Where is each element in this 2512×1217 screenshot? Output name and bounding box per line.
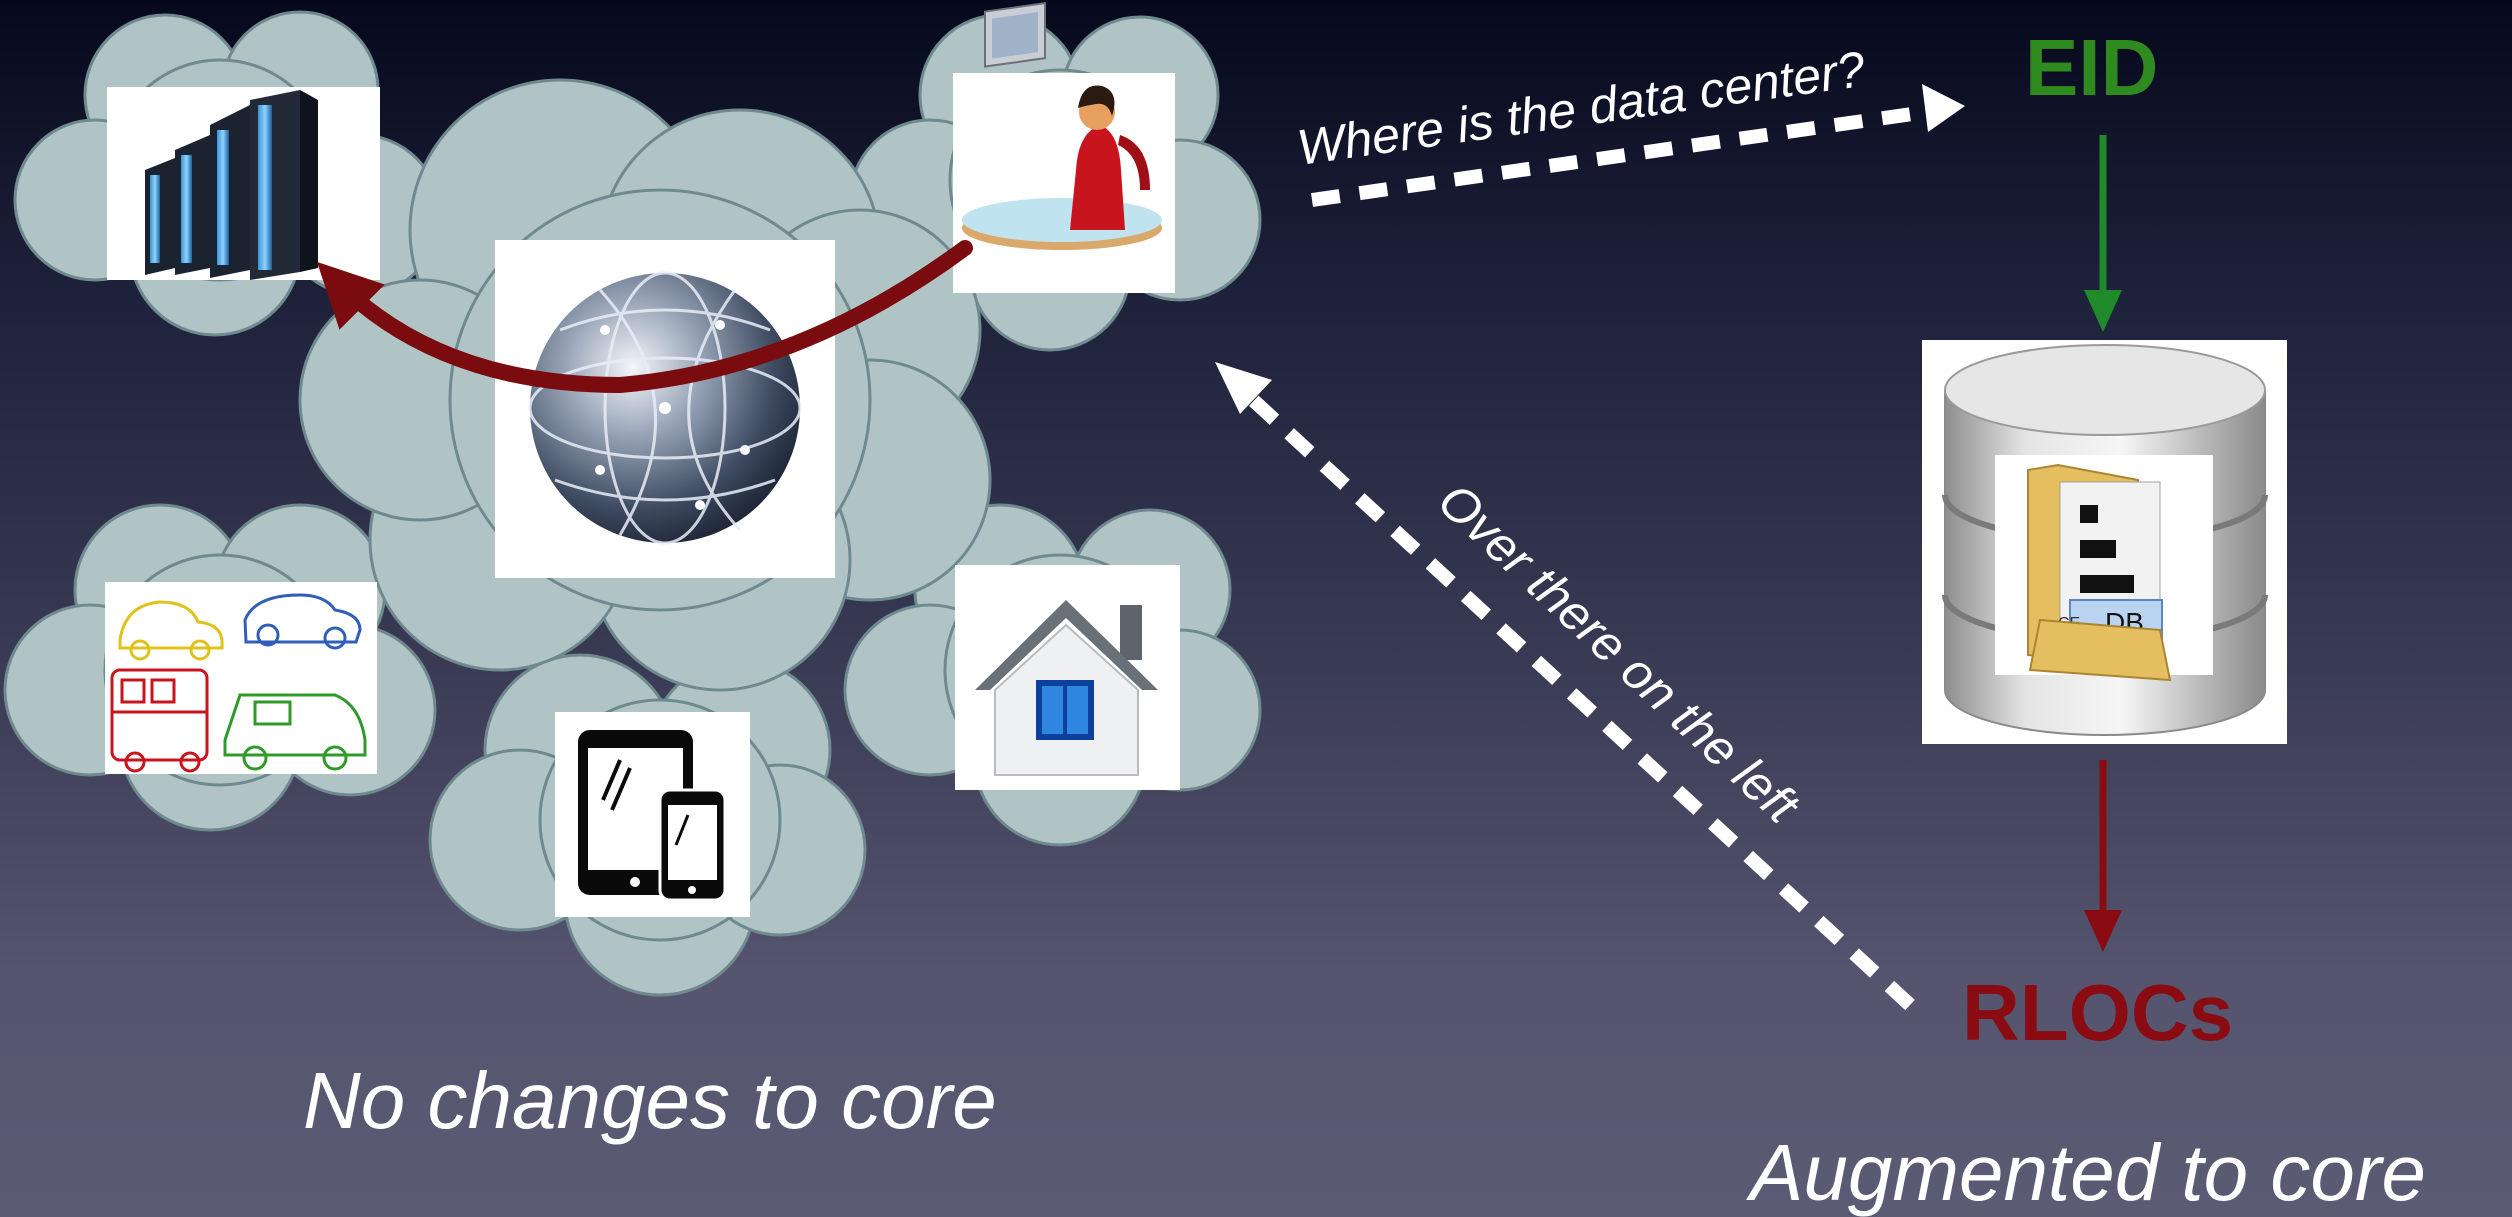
left-caption: No changes to core: [303, 1056, 997, 1145]
right-caption: Augmented to core: [1746, 1128, 2426, 1217]
mobile-devices-icon: [555, 712, 750, 917]
red-curve-arrow: [316, 240, 973, 394]
query-arrow: [1311, 103, 1941, 207]
db-to-rloc-arrowhead: [2084, 910, 2122, 952]
server-rack-icon: [107, 87, 380, 280]
query-arrow-head: [1922, 84, 1965, 132]
office-worker-icon: [953, 1, 1175, 293]
home-icon: [955, 565, 1180, 790]
folder-icon: CE DB: [1995, 455, 2213, 682]
answer-arrow: [1235, 382, 1915, 1011]
eid-label: EID: [2025, 23, 2158, 112]
answer-arrow-head: [1215, 362, 1272, 414]
vehicles-icon: [105, 582, 377, 774]
globe-icon: [495, 240, 835, 578]
rlocs-label: RLOCs: [1962, 968, 2233, 1057]
query-text: Where is the data center?: [1294, 41, 1869, 176]
answer-text: Over there on the left: [1427, 472, 1810, 835]
eid-to-db-arrowhead: [2084, 290, 2122, 332]
